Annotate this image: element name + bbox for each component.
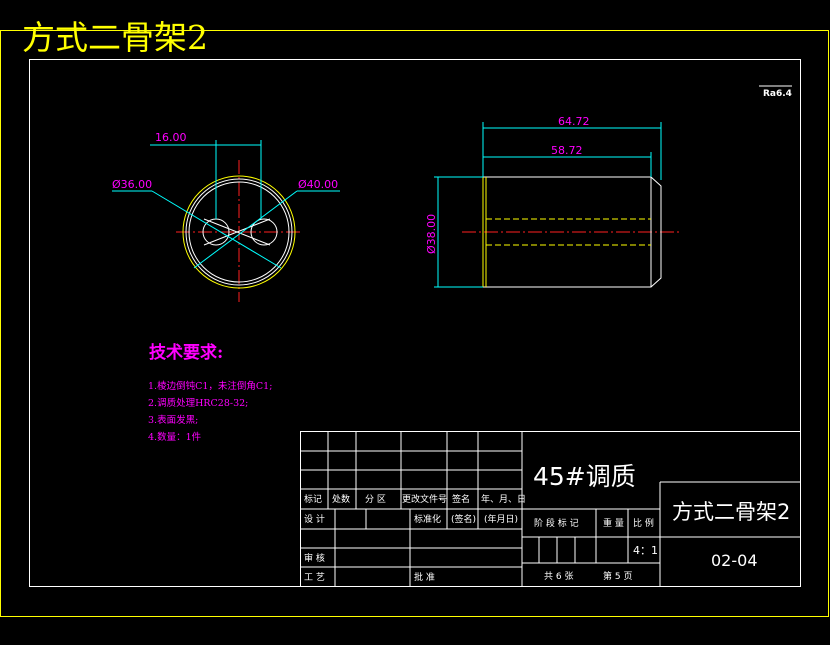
front-right-hole [250, 218, 278, 246]
weight-label: 重 量 [603, 517, 624, 529]
date-label: (年月日) [484, 513, 518, 525]
sheet-count: 共 6 张 [544, 571, 573, 582]
title-block [300, 431, 801, 587]
roughness-label: Ra6.4 [763, 89, 792, 99]
roughness-symbol: Ra6.4 [759, 85, 792, 99]
process-label: 工 艺 [304, 572, 325, 583]
stage-label: 阶 段 标 记 [534, 517, 579, 529]
header-mark: 标记 [304, 493, 322, 505]
side-total-length-dim: 64.72 [558, 115, 590, 128]
drawing-title: 方式二骨架2 [22, 18, 208, 57]
requirement-item: 1.棱边倒钝C1，未注倒角C1; [148, 381, 273, 392]
approve-label: 批 准 [414, 571, 435, 583]
signature-label: (签名) [451, 513, 476, 525]
sheet-index: 第 5 页 [603, 570, 632, 582]
review-label: 审 核 [304, 552, 325, 564]
header-change-doc: 更改文件号 [402, 493, 447, 505]
requirement-item: 3.表面发黑; [148, 415, 199, 426]
front-outer-diameter-dim: Ø40.00 [298, 178, 338, 191]
side-diameter-dim: Ø38.00 [425, 214, 438, 254]
standardization-label: 标准化 [414, 513, 441, 525]
front-spacing-dim: 16.00 [155, 131, 187, 144]
side-view: 64.72 58.72 Ø38.00 [425, 115, 682, 288]
header-signature: 签名 [452, 493, 470, 505]
header-zone: 分 区 [365, 494, 386, 505]
front-view: 16.00 Ø36.00 Ø40.00 [112, 131, 340, 302]
requirement-item: 2.调质处理HRC28-32; [148, 398, 249, 409]
front-inner-circle [188, 181, 290, 283]
design-label: 设 计 [304, 513, 325, 525]
front-outer-circle [182, 175, 296, 289]
outer-border [0, 30, 829, 617]
header-count: 处数 [332, 493, 350, 505]
front-hole-web [203, 218, 271, 246]
front-inner-diameter-dim: Ø36.00 [112, 178, 152, 191]
requirement-item: 4.数量：1件 [148, 432, 202, 443]
material-label: 45#调质 [533, 462, 636, 491]
header-date: 年、月、日 [481, 493, 526, 505]
drawing-number-label: 02-04 [711, 551, 758, 570]
side-body-length-dim: 58.72 [551, 144, 583, 157]
front-mid-circle [185, 178, 293, 286]
technical-requirements-title: 技术要求: [149, 343, 224, 363]
scale-label: 比 例 [633, 517, 654, 529]
technical-requirements-list: 1.棱边倒钝C1，未注倒角C1; 2.调质处理HRC28-32; 3.表面发黑;… [148, 378, 272, 446]
title-block-text: 标记 处数 分 区 更改文件号 签名 年、月、日 设 计 标准化 (签名) (年… [304, 493, 658, 583]
scale-value: 4：1 [633, 544, 658, 557]
part-name-label: 方式二骨架2 [672, 500, 790, 524]
